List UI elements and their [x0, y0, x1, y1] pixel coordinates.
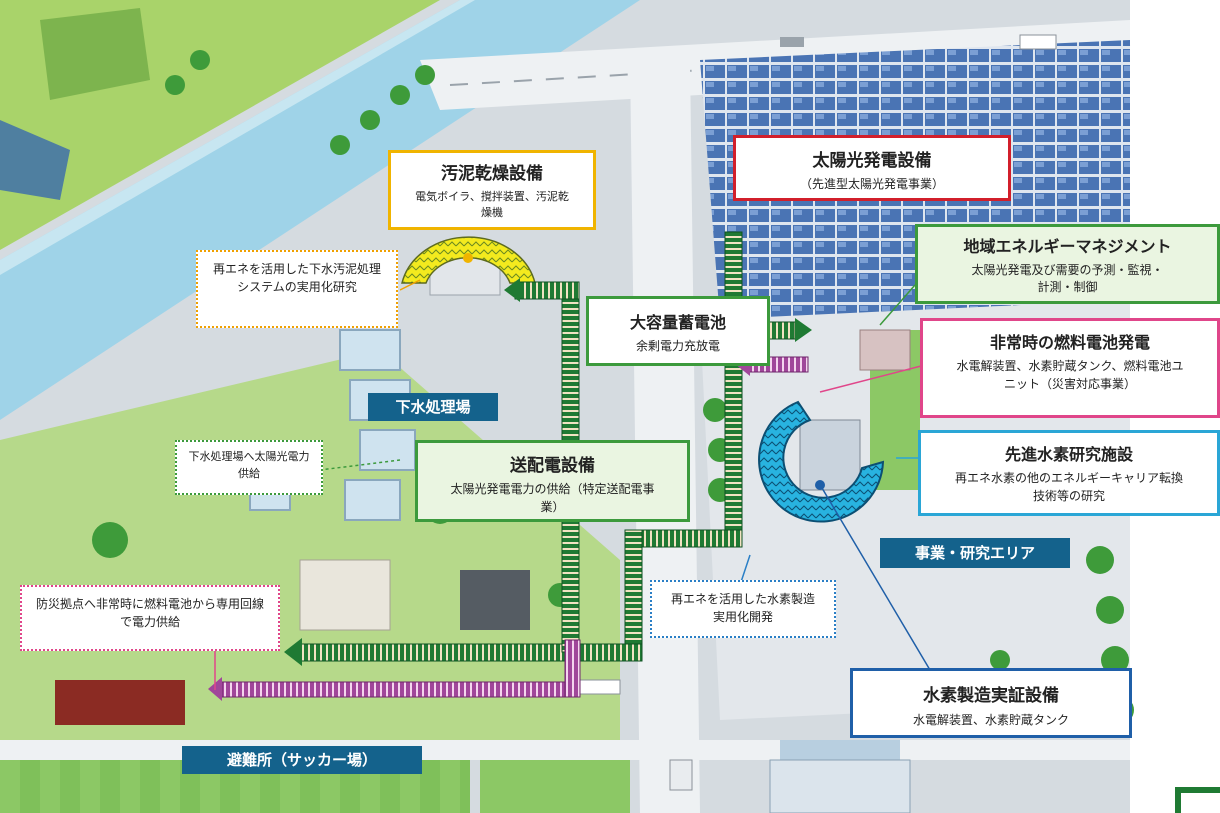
fuel-cell-label: 非常時の燃料電池発電 水電解装置、水素貯蔵タンク、燃料電池ユニット（災害対応事業… — [920, 318, 1220, 418]
solar-title: 太陽光発電設備 — [812, 151, 932, 171]
solar-sub: （先進型太陽光発電事業） — [799, 177, 944, 191]
green-arrow-right — [795, 318, 812, 342]
sewage-system-note-text: 再エネを活用した下水汚泥処理システムの実用化研究 — [212, 262, 381, 294]
sludge-dryer-title: 汚泥乾燥設備 — [441, 164, 543, 184]
solar-label: 太陽光発電設備 （先進型太陽光発電事業） — [733, 135, 1011, 201]
hydrogen-arc — [758, 400, 885, 523]
area-sewage-plant: 下水処理場 — [368, 393, 498, 421]
sewage-supply-note-text: 下水処理場へ太陽光電力供給 — [188, 450, 310, 480]
corner-bracket — [1175, 787, 1220, 813]
storage-battery-title: 大容量蓄電池 — [629, 313, 726, 332]
hydrogen-plant-sub: 水電解装置、水素貯蔵タンク — [912, 713, 1069, 727]
shelter-supply-note-text: 防災拠点へ非常時に燃料電池から専用回線で電力供給 — [35, 597, 264, 629]
hydrogen-dev-note: 再エネを活用した水素製造実用化開発 — [650, 580, 836, 638]
hydrogen-lab-title: 先進水素研究施設 — [1004, 445, 1133, 464]
area-business: 事業・研究エリア — [880, 538, 1070, 568]
sludge-dryer-marker — [463, 253, 473, 263]
hydrogen-lab-label: 先進水素研究施設 再エネ水素の他のエネルギーキャリア転換技術等の研究 — [918, 430, 1220, 516]
energy-management-sub: 太陽光発電及び需要の予測・監視・計測・制御 — [971, 263, 1164, 294]
fuel-cell-title: 非常時の燃料電池発電 — [989, 333, 1150, 352]
storage-battery-sub: 余剰電力充放電 — [635, 339, 720, 353]
grid-equipment-sub: 太陽光発電電力の供給（特定送配電事業） — [450, 482, 655, 514]
sludge-dryer-sub: 電気ボイラ、撹拌装置、汚泥乾燥機 — [415, 190, 569, 219]
road-center — [630, 60, 700, 813]
area-shelter: 避難所（サッカー場） — [182, 746, 422, 774]
energy-management-title: 地域エネルギーマネジメント — [963, 237, 1172, 256]
green-arrow-left — [284, 638, 302, 666]
power-line-purple — [221, 356, 809, 698]
sludge-dryer-label: 汚泥乾燥設備 電気ボイラ、撹拌装置、汚泥乾燥機 — [388, 150, 596, 230]
hydrogen-plant-title: 水素製造実証設備 — [923, 686, 1059, 706]
shelter-supply-note: 防災拠点へ非常時に燃料電池から専用回線で電力供給 — [20, 585, 280, 651]
grid-equipment-title: 送配電設備 — [510, 456, 595, 476]
buildings — [55, 34, 1057, 813]
fuel-cell-sub: 水電解装置、水素貯蔵タンク、燃料電池ユニット（災害対応事業） — [956, 359, 1184, 391]
hydrogen-dev-note-text: 再エネを活用した水素製造実用化開発 — [670, 592, 815, 624]
hydrogen-plant-label: 水素製造実証設備 水電解装置、水素貯蔵タンク — [850, 668, 1132, 738]
sludge-dryer-arc — [401, 236, 536, 284]
hydrogen-lab-sub: 再エネ水素の他のエネルギーキャリア転換技術等の研究 — [955, 471, 1184, 503]
sewage-supply-note: 下水処理場へ太陽光電力供給 — [175, 440, 323, 495]
energy-management-label: 地域エネルギーマネジメント 太陽光発電及び需要の予測・監視・計測・制御 — [915, 224, 1220, 304]
sewage-system-note: 再エネを活用した下水汚泥処理システムの実用化研究 — [196, 250, 398, 328]
storage-battery-label: 大容量蓄電池 余剰電力充放電 — [586, 296, 770, 366]
grid-equipment-label: 送配電設備 太陽光発電電力の供給（特定送配電事業） — [415, 440, 690, 522]
